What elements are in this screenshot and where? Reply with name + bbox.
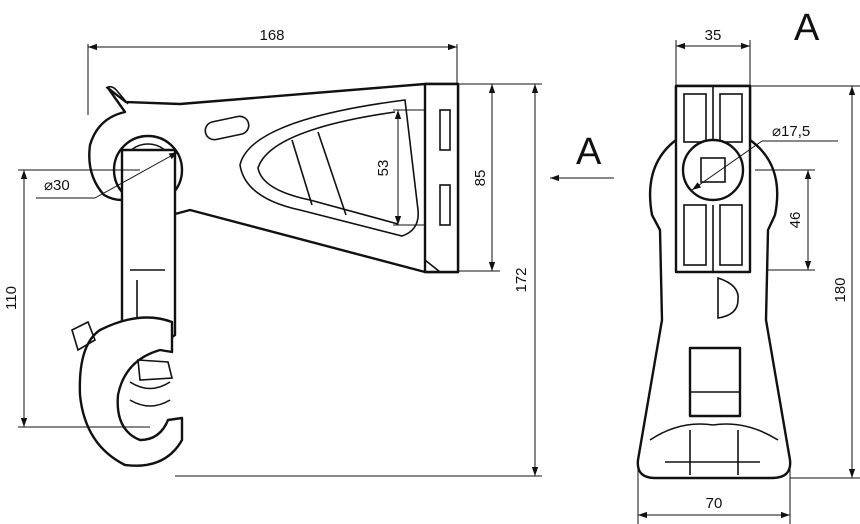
- front-view: [71, 82, 460, 467]
- bracket-slot: [204, 115, 250, 141]
- arrow-label: A: [576, 131, 602, 173]
- dim-180: 180: [832, 277, 849, 302]
- cutout-rib: [291, 139, 313, 206]
- bracket-cutout: [239, 99, 419, 237]
- side-base-arc: [649, 423, 779, 441]
- side-lower-slot: [688, 346, 742, 418]
- side-base-ribs: [665, 430, 760, 475]
- clamp-insert: [137, 359, 174, 381]
- view-label: A: [794, 7, 820, 49]
- side-window-4: [719, 204, 743, 266]
- dim-70: 70: [706, 495, 723, 512]
- plate-notch-bottom: [439, 184, 451, 226]
- view-arrow: A: [550, 131, 614, 182]
- bracket-cutout-inner: [257, 111, 399, 225]
- side-window-3: [683, 204, 707, 266]
- dim-85: 85: [472, 170, 489, 187]
- side-dimensions: 35 ⌀17,5 46 180 70: [637, 27, 860, 524]
- plate-notch-top: [439, 109, 451, 151]
- bracket-ear: [105, 85, 129, 105]
- dim-172: 172: [513, 267, 530, 292]
- dim-110: 110: [3, 286, 20, 310]
- front-dimensions: 168 85 53 172 110 ⌀30: [3, 27, 542, 477]
- side-d-mark: [717, 276, 739, 319]
- dim-diam-17-5: ⌀17,5: [772, 123, 810, 140]
- side-window-2: [719, 93, 743, 143]
- dim-diam-30: ⌀30: [44, 177, 70, 194]
- dim-35: 35: [705, 27, 722, 44]
- back-plate: [423, 82, 460, 274]
- plate-edge: [424, 259, 441, 273]
- side-window-1: [683, 93, 707, 143]
- cutout-rib-2: [317, 131, 347, 216]
- dim-53: 53: [375, 160, 392, 177]
- dim-46: 46: [787, 212, 804, 229]
- dim-168: 168: [259, 27, 284, 44]
- side-square-hole: [700, 157, 726, 183]
- clamp-teeth: [129, 381, 171, 407]
- side-eye: [681, 138, 745, 202]
- clamp-lever: [71, 320, 96, 352]
- hanging-link: [120, 148, 177, 347]
- hook-clamp: [78, 316, 184, 467]
- side-view: [636, 84, 792, 480]
